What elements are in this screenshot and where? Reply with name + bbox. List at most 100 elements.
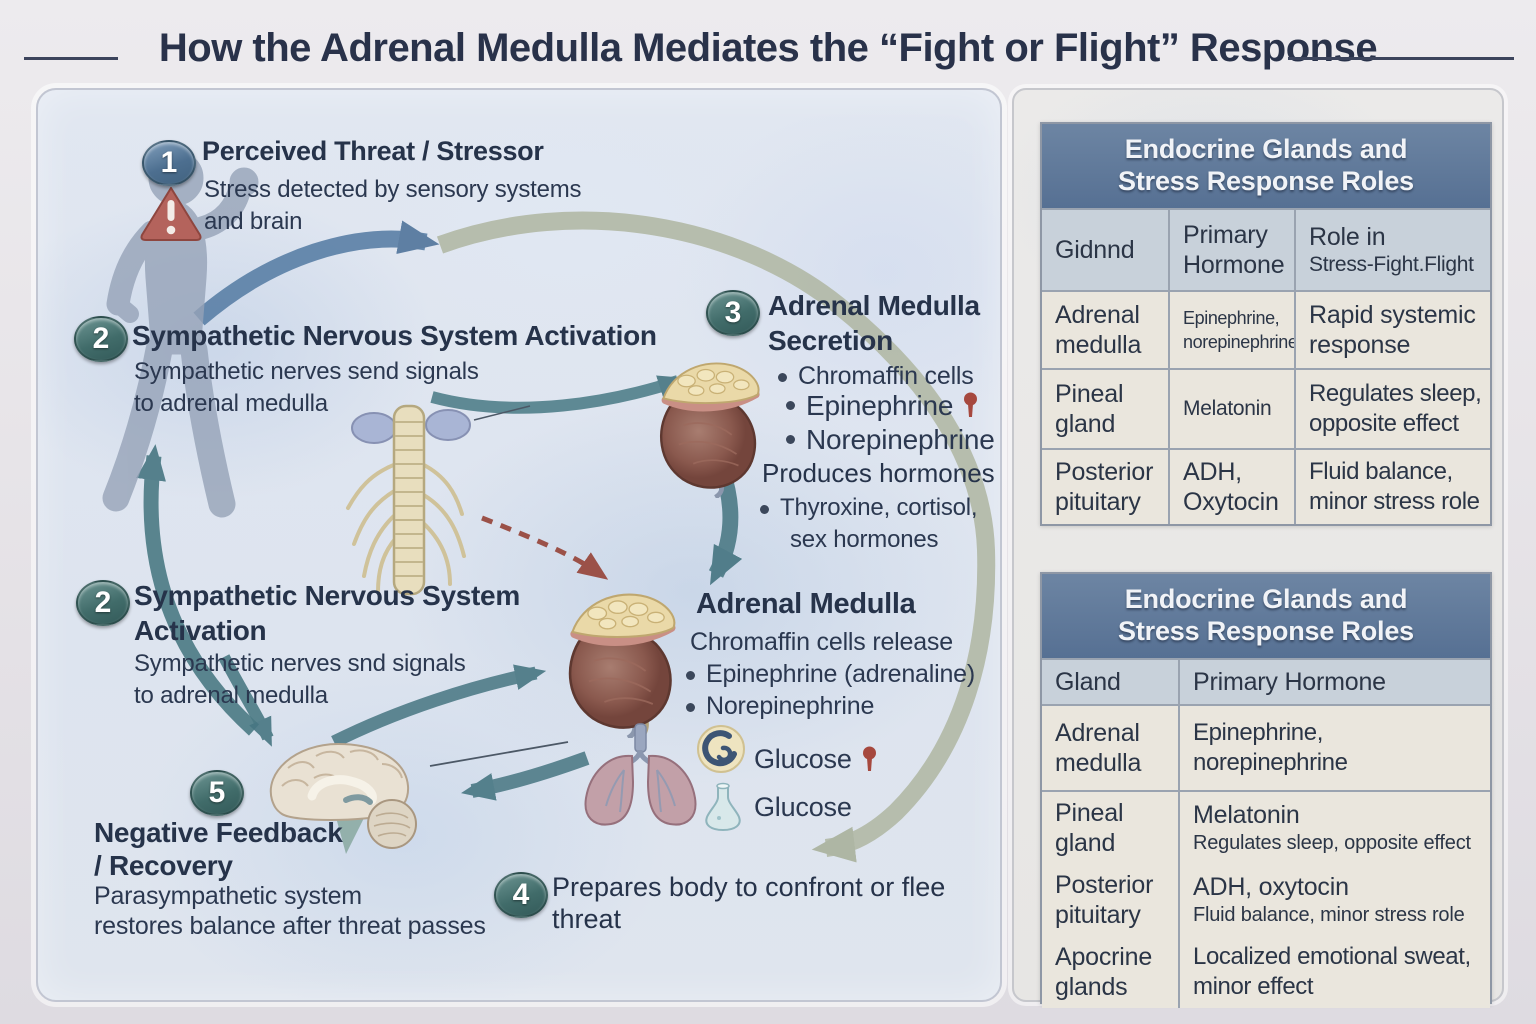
flow-arrows <box>136 211 996 863</box>
step5-line1: Parasympathetic system <box>94 882 362 910</box>
step-badge-3: 3 <box>706 290 760 336</box>
glucose-molecule-icon <box>697 725 745 773</box>
page-title: How the Adrenal Medulla Mediates the “Fi… <box>158 26 1378 70</box>
step2b-line1: Sympathetic nerves snd signals <box>134 650 466 677</box>
step2b-title: Sympathetic Nervous System Activation <box>134 578 520 648</box>
bullet-dot <box>786 435 795 444</box>
step3-bullet-epinephrine: Epinephrine <box>786 390 978 425</box>
adrenal-center-bullet2: Norepinephrine <box>686 692 874 721</box>
hormone-pin-icon <box>963 392 978 425</box>
step1-line1: Stress detected by sensory systems <box>204 176 582 203</box>
step2b-title-line2: Activation <box>134 615 267 646</box>
table-cell-hormone: Epinephrine, norepinephrine <box>1178 706 1490 790</box>
step3-title-line1: Adrenal Medulla <box>768 290 980 321</box>
step5-title: Negative Feedback / Recovery <box>94 816 343 882</box>
arrow-sage-sweep <box>436 211 996 863</box>
step-badge-2: 2 <box>74 316 128 362</box>
title-rule-left <box>24 57 118 60</box>
hormones-line2: sex hormones <box>790 526 939 553</box>
arrow-sns2-to-brain <box>218 654 274 747</box>
step5-title-line2: / Recovery <box>94 850 233 881</box>
adrenal-center-subtitle: Chromaffin cells release <box>690 628 953 656</box>
table1-header: Endocrine Glands and Stress Response Rol… <box>1042 124 1490 208</box>
step-badge-2b: 2 <box>76 580 130 626</box>
bullet-dot <box>760 505 769 514</box>
warning-triangle-icon <box>140 187 202 241</box>
table1-header-line2: Stress Response Roles <box>1118 166 1414 196</box>
step2a-line2: to adrenal medulla <box>134 390 328 417</box>
bullet-dot <box>786 401 795 410</box>
arrow-sns-to-secretion <box>430 375 688 414</box>
table2-column-header-row: Gland Primary Hormone <box>1042 658 1490 704</box>
table1-col-gland: Gidnnd <box>1042 210 1168 290</box>
table2-header-line2: Stress Response Roles <box>1118 616 1414 646</box>
table-cell-role: Regulates sleep,opposite effect <box>1294 370 1490 448</box>
step1-line2: and brain <box>204 208 303 235</box>
glucose-label-bottom: Glucose <box>754 792 852 822</box>
step1-title: Perceived Threat / Stressor <box>202 136 544 166</box>
diagram-panel: 1 2 3 2 5 4 Perceived Threat / Stressor … <box>36 88 1002 1002</box>
tables-panel: Endocrine Glands and Stress Response Rol… <box>1012 88 1504 1008</box>
glucose-label-top: Glucose <box>754 744 877 779</box>
flask-icon <box>705 782 741 831</box>
step2b-line2: to adrenal medulla <box>134 682 328 709</box>
step-badge-4: 4 <box>494 872 548 918</box>
step2b-title-line1: Sympathetic Nervous System <box>134 580 520 611</box>
arrow-nerve-signal-dashed <box>481 515 609 580</box>
step4-line1: Prepares body to confront or flee <box>552 872 946 902</box>
step5-line2: restores balance after threat passes <box>94 912 486 940</box>
arrow-feedback-to-gland <box>331 664 547 748</box>
table-cell-hormone: Epinephrine,norepinephrine <box>1168 292 1298 368</box>
brain-illustration <box>269 742 417 854</box>
step4-line2: threat <box>552 904 622 934</box>
adrenal-center-title: Adrenal Medulla <box>696 588 916 620</box>
brain-pointer-line <box>429 741 569 767</box>
adrenal-gland-illustration <box>660 362 760 498</box>
bullet-dot <box>686 703 695 712</box>
step3-bullet-chromaffin: Chromaffin cells <box>778 362 974 391</box>
endocrine-table-1: Endocrine Glands and Stress Response Rol… <box>1040 122 1492 526</box>
adrenal-center-bullet1: Epinephrine (adrenaline) <box>686 660 975 689</box>
table1-header-line1: Endocrine Glands and <box>1124 134 1408 164</box>
arrow-feedback-up-left <box>136 444 260 736</box>
step-badge-5: 5 <box>190 770 244 816</box>
table2-header-line1: Endocrine Glands and <box>1124 584 1408 614</box>
table-cell-hormone: Localized emotional sweat,minor effect <box>1178 936 1490 1008</box>
table2-header: Endocrine Glands and Stress Response Rol… <box>1042 574 1490 658</box>
hormones-bullet: Thyroxine, cortisol, <box>760 494 978 522</box>
adrenal-gland-illustration <box>568 593 676 738</box>
hormone-pin-icon <box>862 746 877 779</box>
arrow-threat-to-sns <box>193 220 440 326</box>
lungs-illustration <box>584 723 697 826</box>
bullet-dot <box>778 373 787 382</box>
table-cell-hormone: Melatonin <box>1168 370 1294 448</box>
spinal-cord-illustration <box>346 404 471 596</box>
bullet-dot <box>686 671 695 680</box>
step3-bullet-norepinephrine: Norepinephrine <box>786 424 995 456</box>
spine-pointer-line <box>473 405 531 421</box>
arrow-body-to-brain <box>460 751 590 801</box>
hormones-title: Produces hormones <box>762 458 995 488</box>
step5-title-line1: Negative Feedback <box>94 817 343 848</box>
